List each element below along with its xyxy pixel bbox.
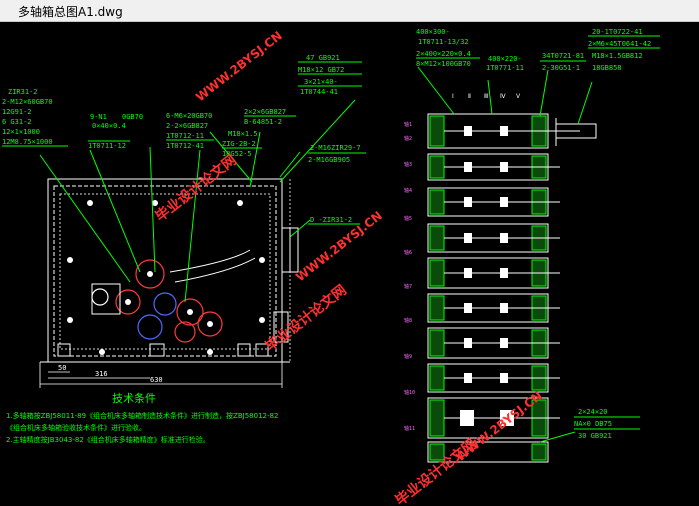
svg-text:轴3: 轴3 [404,161,412,168]
svg-text:轴2: 轴2 [404,135,412,142]
svg-text:0GB70: 0GB70 [122,113,143,121]
spindle-bearings [460,126,514,426]
svg-text:轴7: 轴7 [404,283,412,290]
dim-316: 316 [95,370,108,378]
svg-text:轴10: 轴10 [404,389,415,396]
svg-text:3×21×40-: 3×21×40- [304,78,338,86]
svg-text:0×40×0.4: 0×40×0.4 [92,122,126,130]
callouts-top-mid: 9-N1 0GB70 0×40×0.4 1T0711-12 [88,113,143,150]
window-title: 多轴箱总图A1.dwg [18,5,123,19]
column-headers: Ⅰ Ⅱ Ⅲ Ⅳ Ⅴ [452,93,521,100]
svg-text:12×1×1000: 12×1×1000 [2,128,40,136]
watermark-url-1: WWW.2BYSJ.CN [193,28,285,104]
watermark-cn-1: 毕业设计论文网 [152,151,240,225]
svg-text:2-2×6GB827: 2-2×6GB827 [166,122,208,130]
svg-text:2-M16ZIR29-7: 2-M16ZIR29-7 [310,144,361,152]
callouts-center-right: M18×1.5 ZIG-2B-2 18G52-5 [222,130,262,158]
svg-text:1T0744-41: 1T0744-41 [300,88,338,96]
svg-text:轴1: 轴1 [404,121,412,128]
gear-outline [91,249,256,315]
svg-text:9-N1: 9-N1 [90,113,107,121]
dimension-text: 50 316 630 [58,364,163,384]
svg-text:1T0711-12: 1T0711-12 [88,142,126,150]
output-shaft [555,118,597,146]
svg-text:18GB858: 18GB858 [592,64,622,72]
svg-text:47 GB921: 47 GB921 [306,54,340,62]
svg-text:Ⅴ: Ⅴ [516,93,521,100]
svg-text:1T0711-13/32: 1T0711-13/32 [418,38,469,46]
svg-text:2-M16GB905: 2-M16GB905 [308,156,350,164]
svg-text:轴4: 轴4 [404,187,412,194]
bolt-holes [67,200,265,355]
svg-text:400×220-: 400×220- [488,55,522,63]
watermark-url-3: WWW.2BYSJ.CN [453,388,545,464]
svg-text:轴8: 轴8 [404,317,412,324]
svg-text:轴6: 轴6 [404,249,412,256]
svg-text:34T0721-81: 34T0721-81 [542,52,584,60]
svg-text:D -ZIR31-2: D -ZIR31-2 [310,216,352,224]
svg-text:1T0771-11: 1T0771-11 [486,64,524,72]
svg-text:1T0712-41: 1T0712-41 [166,142,204,150]
gear-train [91,259,223,343]
watermark-cn-2: 毕业设计论文网 [262,281,350,355]
svg-text:2×400×220×0.4: 2×400×220×0.4 [416,50,471,58]
side-markers: 轴1 轴2 轴3 轴4 轴5 轴6 轴7 轴8 轴9 轴10 轴11 [404,121,415,432]
svg-text:8×M12×100GB70: 8×M12×100GB70 [416,60,471,68]
svg-text:6 G31-2: 6 G31-2 [2,118,32,126]
side-labels-mid: 400×220- 1T0771-11 [486,55,524,72]
callout-d: D -ZIR31-2 [308,216,360,225]
svg-text:2-M12×60GB70: 2-M12×60GB70 [2,98,53,106]
svg-text:Ⅰ: Ⅰ [452,93,454,100]
svg-text:2-30G51-1: 2-30G51-1 [542,64,580,72]
leader-lines [39,99,356,303]
callouts-left: ZIR31-2 2-M12×60GB70 12G91-2 6 G31-2 12×… [2,88,68,147]
spec-line-1: 1.多轴箱按ZBJ58011-89《组合机床多轴箱制造技术条件》进行制造，按ZB… [6,411,278,420]
svg-text:ZIR31-2: ZIR31-2 [8,88,38,96]
svg-text:2×2×6GB827: 2×2×6GB827 [244,108,286,116]
svg-text:12G91-2: 12G91-2 [2,108,32,116]
callouts-center: 6-M6×20GB70 2-2×6GB827 1T0712-11 1T0712-… [166,112,214,150]
callout-m16: 2-M16ZIR29-7 2-M16GB905 [308,144,366,164]
spec-line-3: 2.主轴精度按JB3043-82《组合机床多轴箱精度》标准进行检验。 [6,435,210,444]
callouts-top-right: 2×2×6GB827 B-64851-2 [244,108,296,126]
svg-text:400×300-: 400×300- [416,28,450,36]
svg-text:2×24×20: 2×24×20 [578,408,608,416]
side-leader-lines [417,66,593,443]
svg-text:轴9: 轴9 [404,353,412,360]
svg-text:Ⅳ: Ⅳ [500,93,506,100]
side-labels-right: 34T0721-81 2-30G51-1 [540,52,586,72]
svg-text:18G52-5: 18G52-5 [222,150,252,158]
dim-50: 50 [58,364,66,372]
svg-text:轴11: 轴11 [404,425,415,432]
side-labels-top: 400×300- 1T0711-13/32 2×400×220×0.4 8×M1… [416,28,480,68]
technical-spec: 技术条件 1.多轴箱按ZBJ58011-89《组合机床多轴箱制造技术条件》进行制… [6,391,278,444]
callouts-gb: 47 GB921 M18×12 GB72 3×21×40- 1T0744-41 [298,54,362,96]
svg-text:ZIG-2B-2: ZIG-2B-2 [222,140,256,148]
watermarks: 毕业设计论文网 WWW.2BYSJ.CN 毕业设计论文网 WWW.2BYSJ.C… [152,28,545,506]
dimension-lines [39,179,291,388]
svg-text:12M8.75×1000: 12M8.75×1000 [2,138,53,146]
svg-text:NA×0 DB75: NA×0 DB75 [574,420,612,428]
bottom-right-callout: 2×24×20 NA×0 DB75 30 GB921 [574,408,640,440]
drawing-canvas[interactable]: 50 316 630 ZIR31-2 2-M12×60GB70 12G91-2 … [0,22,699,506]
dim-630: 630 [150,376,163,384]
svg-text:20-1T0722-41: 20-1T0722-41 [592,28,643,36]
svg-text:M18×1.5GB812: M18×1.5GB812 [592,52,643,60]
svg-text:M18×12 GB72: M18×12 GB72 [298,66,344,74]
spec-title: 技术条件 [112,391,156,405]
svg-text:Ⅲ: Ⅲ [484,93,488,100]
svg-text:2×M6×45T0641-42: 2×M6×45T0641-42 [588,40,651,48]
svg-text:1T0712-11: 1T0712-11 [166,132,204,140]
svg-text:Ⅱ: Ⅱ [468,93,471,100]
spec-line-2: 《组合机床多轴箱验收技术条件》进行验收。 [6,423,146,432]
svg-text:轴5: 轴5 [404,215,412,222]
svg-text:6-M6×20GB70: 6-M6×20GB70 [166,112,212,120]
side-labels-far: 20-1T0722-41 2×M6×45T0641-42 M18×1.5GB81… [588,28,660,72]
svg-text:M18×1.5: M18×1.5 [228,130,258,138]
title-bar: 多轴箱总图A1.dwg [0,0,699,22]
svg-text:B-64851-2: B-64851-2 [244,118,282,126]
svg-text:30 GB921: 30 GB921 [578,432,612,440]
cad-drawing: 50 316 630 ZIR31-2 2-M12×60GB70 12G91-2 … [2,28,660,506]
